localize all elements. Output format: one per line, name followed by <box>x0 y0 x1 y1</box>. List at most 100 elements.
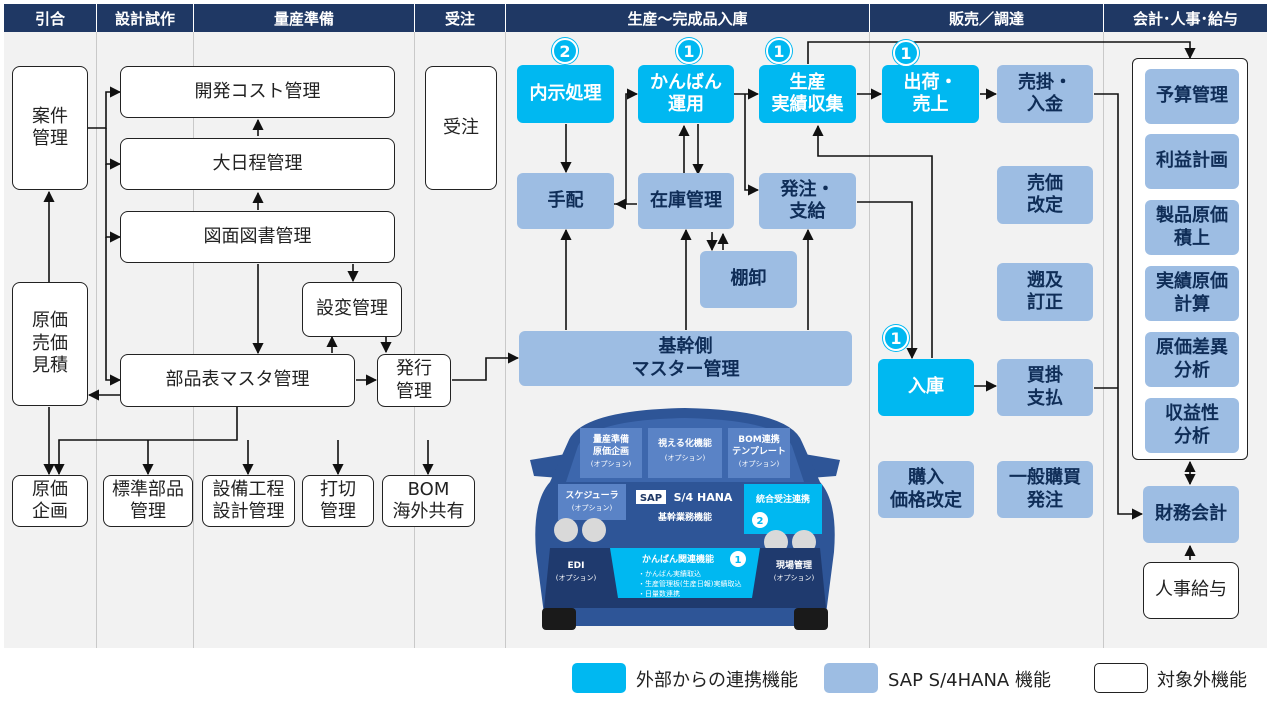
node-seihin-genka: 製品原価 積上 <box>1145 200 1239 255</box>
node-kikan-master: 基幹側 マスター管理 <box>519 331 852 386</box>
node-hakko: 発行 管理 <box>377 354 451 407</box>
edge-seisan-top-to-accounting <box>807 41 1196 64</box>
car-scheduler-opt: (オプション) <box>572 504 613 512</box>
header-juchu: 受注 <box>415 4 505 32</box>
separator <box>1103 32 1104 648</box>
node-shukka: 出荷・ 売上 <box>882 65 979 123</box>
car-panel-mieruka <box>648 428 722 478</box>
edge-tehai-to-kanban <box>614 88 639 205</box>
node-sehen: 設変管理 <box>302 282 402 337</box>
col-bg-sekkei <box>97 32 193 648</box>
header-ryosan: 量産準備 <box>194 4 414 32</box>
node-anken: 案件 管理 <box>12 66 88 190</box>
car-bom-line1: BOM連携 <box>738 433 779 445</box>
car-ryosan-line2: 原価企画 <box>593 445 629 457</box>
edge-nyuko-to-seisan <box>812 124 933 358</box>
node-yosan: 予算管理 <box>1145 69 1239 124</box>
badge-nyuko: 1 <box>883 325 909 351</box>
col-bg-ryosan <box>194 32 414 648</box>
node-jinji: 人事給与 <box>1143 562 1239 619</box>
car-panel-scheduler <box>558 484 626 520</box>
edge-urikake-to-zaimu <box>1094 93 1144 520</box>
car-kanban-kanren: かんばん関連機能 <box>642 553 714 565</box>
node-zaimu: 財務会計 <box>1143 486 1239 543</box>
node-konyu-kakaku: 購入 価格改定 <box>878 461 974 518</box>
node-zumen: 図面図書管理 <box>120 211 395 263</box>
legend-label-out: 対象外機能 <box>1157 670 1247 691</box>
legend-label-external: 外部からの連携機能 <box>636 670 798 691</box>
header-seisan: 生産～完成品入庫 <box>506 4 869 32</box>
car-genba-opt: (オプション) <box>774 574 815 582</box>
node-uchikiri: 打切 管理 <box>302 475 374 527</box>
car-panel-kanban <box>610 548 760 598</box>
node-juchu: 受注 <box>425 66 497 190</box>
car-sap-logo: SAP <box>640 493 662 504</box>
header-hikiai: 引合 <box>4 4 96 32</box>
node-genka-kikaku: 原価 企画 <box>12 475 88 527</box>
legend-swatch-s4 <box>824 663 878 693</box>
car-bom-opt: (オプション) <box>739 460 780 468</box>
car-genba: 現場管理 <box>776 559 812 571</box>
node-shuekisei: 収益性 分析 <box>1145 398 1239 453</box>
node-urikake: 売掛・ 入金 <box>997 65 1093 123</box>
car-kanban-item-3: ・日量数連携 <box>638 589 680 598</box>
badge-seisan: 1 <box>766 38 792 64</box>
car-edi-opt: (オプション) <box>556 574 597 582</box>
edge-trunk-buhinhyo <box>105 237 122 386</box>
edge-hakko-to-kikan <box>452 352 520 381</box>
car-mieruka-opt: (オプション) <box>665 454 706 462</box>
node-baika-kaitei: 売価 改定 <box>997 166 1093 224</box>
car-badge-kanban: 1 <box>735 555 742 566</box>
node-kanban: かんばん 運用 <box>638 65 734 123</box>
edge-trunk-dainittei <box>105 128 122 170</box>
car-ryosan-line1: 量産準備 <box>593 433 629 445</box>
car-s4hana: S/4 HANA <box>674 491 733 504</box>
badge-kanban: 1 <box>676 38 702 64</box>
edge-hatchu-to-nyuko <box>857 201 918 360</box>
node-bom-kaigai: BOM 海外共有 <box>382 475 475 527</box>
car-scheduler: スケジューラ <box>565 490 618 501</box>
legend-swatch-external <box>572 663 626 693</box>
car-ryosan-opt: (オプション) <box>591 460 632 468</box>
separator <box>505 32 506 648</box>
node-hatchu-shikyu: 発注・ 支給 <box>759 173 856 229</box>
node-jisseki-genka: 実績原価 計算 <box>1145 266 1239 321</box>
legend-swatch-out <box>1094 663 1148 693</box>
edge-kanban-to-hatchu <box>744 94 760 196</box>
car-kikan-kino: 基幹業務機能 <box>657 511 712 523</box>
node-genka-sai: 原価差異 分析 <box>1145 332 1239 387</box>
car-panel-ryosan <box>580 428 642 478</box>
node-genka-mitsumori: 原価 売価 見積 <box>12 282 88 406</box>
car-panel-s4 <box>630 482 740 532</box>
separator <box>96 32 97 648</box>
node-kaihatsu-cost: 開発コスト管理 <box>120 66 395 118</box>
header-sekkei: 設計試作 <box>97 4 193 32</box>
separator <box>414 32 415 648</box>
car-tougou: 統合受注連携 <box>756 493 810 505</box>
header-hanbai: 販売／調達 <box>870 4 1103 32</box>
node-setsubi: 設備工程 設計管理 <box>202 475 295 527</box>
node-buhinhyo: 部品表マスタ管理 <box>120 354 355 407</box>
edge-trunk-zumen <box>105 164 122 243</box>
accounting-group <box>1132 58 1248 460</box>
header-kaikei: 会計･人事･給与 <box>1104 4 1267 32</box>
car-mieruka: 視える化機能 <box>657 437 712 449</box>
node-ippan-konyu: 一般購買 発注 <box>997 461 1093 518</box>
car-badge-tougou: 2 <box>757 516 764 527</box>
node-seisan-jisseki: 生産 実績収集 <box>759 65 856 123</box>
legend-label-s4: SAP S/4HANA 機能 <box>888 670 1051 691</box>
separator <box>193 32 194 648</box>
node-tehai: 手配 <box>517 173 614 229</box>
node-zaiko: 在庫管理 <box>638 173 734 229</box>
node-hyojun-buhin: 標準部品 管理 <box>103 475 193 527</box>
car-panel-bom <box>728 428 790 478</box>
node-nyuko: 入庫 <box>878 359 974 416</box>
car-kanban-item-1: ・かんばん実績取込 <box>638 569 701 578</box>
car-kanban-item-2: ・生産管理板(生産日報)実績取込 <box>638 579 741 588</box>
car-illustration: 量産準備 原価企画 (オプション) 視える化機能 (オプション) BOM連携 テ… <box>530 408 840 630</box>
node-rieki: 利益計画 <box>1145 134 1239 189</box>
car-bom-line2: テンプレート <box>732 445 786 457</box>
car-edi: EDI <box>568 561 585 571</box>
